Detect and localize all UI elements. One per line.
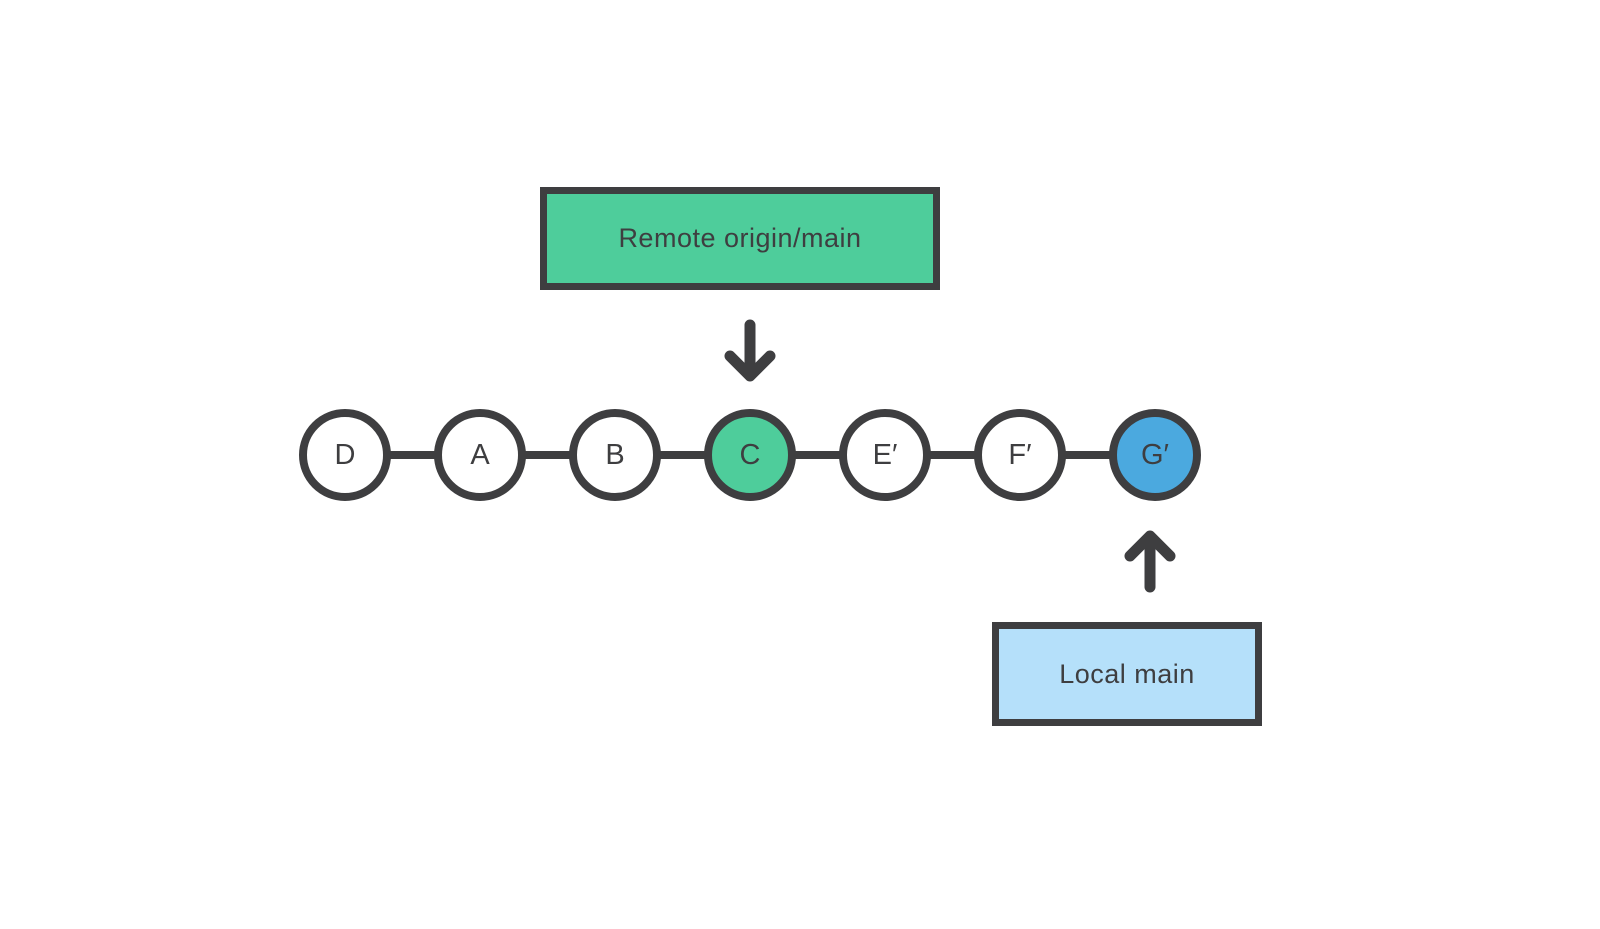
arrow-down-icon <box>724 319 776 382</box>
local-branch-box: Local main <box>992 622 1262 726</box>
commit-circle-g-prime: G′ <box>1109 409 1201 501</box>
commit-circle-f-prime: F′ <box>974 409 1066 501</box>
commit-label: B <box>605 438 625 471</box>
commit-label: G′ <box>1141 438 1169 471</box>
commit-label: F′ <box>1008 438 1032 471</box>
commit-label: C <box>739 438 761 471</box>
commit-connector <box>522 451 573 459</box>
commit-circle-c: C <box>704 409 796 501</box>
commit-circle-d: D <box>299 409 391 501</box>
commit-label: D <box>334 438 356 471</box>
commit-connector <box>927 451 978 459</box>
commit-connector <box>792 451 843 459</box>
commit-connector <box>387 451 438 459</box>
commit-label: A <box>470 438 490 471</box>
remote-branch-box: Remote origin/main <box>540 187 940 290</box>
commit-connector <box>1062 451 1113 459</box>
local-branch-label: Local main <box>1059 658 1195 689</box>
commit-circle-b: B <box>569 409 661 501</box>
arrow-up-icon <box>1124 530 1176 593</box>
commit-label: E′ <box>872 438 898 471</box>
commit-circle-e-prime: E′ <box>839 409 931 501</box>
remote-branch-label: Remote origin/main <box>618 223 862 253</box>
commit-circle-a: A <box>434 409 526 501</box>
commit-connector <box>657 451 708 459</box>
